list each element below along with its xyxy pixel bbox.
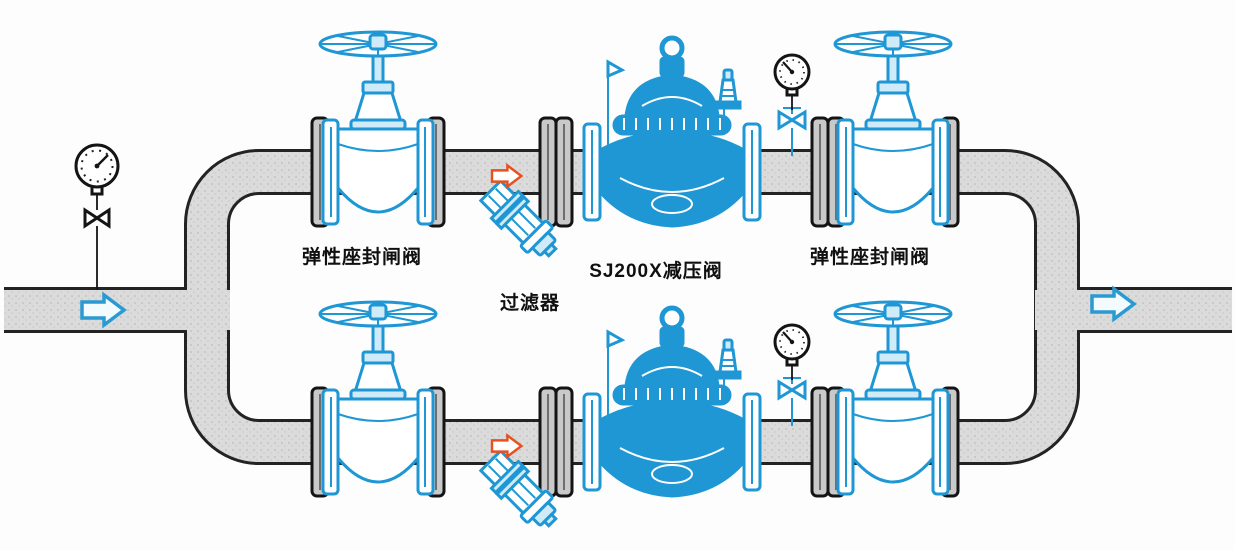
pipe-flange — [538, 386, 558, 498]
pipe-flange — [554, 116, 574, 228]
pipe-flange — [538, 116, 558, 228]
gate-valve-upper-right — [833, 30, 953, 226]
label-gate-valve-right: 弹性座封闸阀 — [810, 245, 930, 268]
inlet-pressure-gauge — [74, 143, 120, 292]
pressure-reducing-valve-upper — [584, 38, 809, 226]
pressure-reducing-valve-lower — [584, 308, 809, 496]
gate-valve-lower-left — [318, 300, 438, 496]
pipe-flange — [810, 116, 830, 228]
label-gate-valve-left: 弹性座封闸阀 — [302, 245, 422, 268]
label-pressure-reducing-valve: SJ200X减压阀 — [589, 259, 723, 282]
pipe-flange — [810, 386, 830, 498]
gate-valve-upper-left — [318, 30, 438, 226]
label-strainer: 过滤器 — [500, 292, 560, 314]
gate-valve-lower-right — [833, 300, 953, 496]
pipe-flange — [554, 386, 574, 498]
